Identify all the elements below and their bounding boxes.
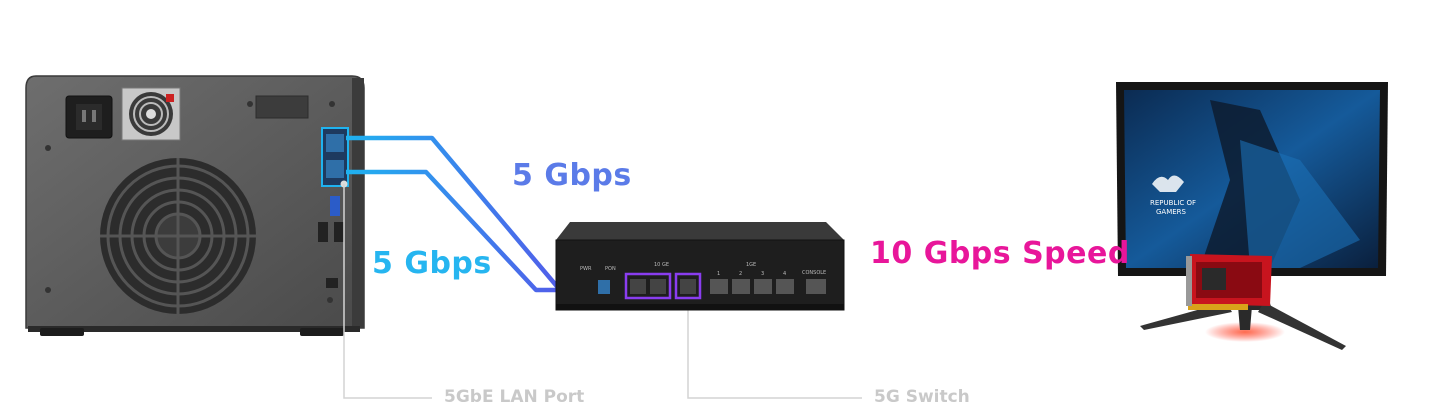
port-number: 1 (717, 271, 720, 277)
speed-label-right: 10 Gbps Speed (870, 236, 1130, 271)
nas-device (25, 75, 365, 336)
monitor-device: REPUBLIC OF GAMERS (1116, 82, 1388, 350)
port-number: 2 (739, 271, 742, 277)
main-fan-icon (100, 158, 256, 314)
switch-label-10ge: 10 GE (654, 262, 669, 268)
network-card-icon (1186, 254, 1272, 310)
nas-lan-ports (321, 127, 349, 187)
switch-label-console: CONSOLE (802, 270, 826, 276)
speed-label-lower: 5 Gbps (372, 246, 492, 281)
pon-port (598, 280, 610, 294)
switch-label-1ge: 1GE (746, 262, 756, 268)
switch-label-pwr: PWR (580, 266, 592, 272)
tenge-ports (624, 272, 702, 300)
console-port (806, 279, 826, 294)
speed-label-upper: 5 Gbps (512, 158, 632, 193)
rog-logo-icon (1152, 175, 1184, 192)
callout-nas-lan-port: 5GbE LAN Port (444, 387, 585, 407)
port-number: 4 (783, 271, 786, 277)
callout-line-nas (340, 180, 432, 399)
switch-label-pon: PON (605, 266, 616, 272)
power-socket-icon (65, 95, 113, 139)
switch-device: PWR PON 10 GE 1GE CONSOLE 1 2 3 4 (555, 222, 845, 311)
onege-ports: 1 2 3 4 (710, 271, 794, 294)
monitor-brand-line1: REPUBLIC OF (1150, 199, 1196, 207)
monitor-brand-line2: GAMERS (1156, 208, 1187, 216)
callout-switch: 5G Switch (874, 387, 970, 407)
port-number: 3 (761, 271, 764, 277)
psu-fan-icon (121, 87, 181, 141)
